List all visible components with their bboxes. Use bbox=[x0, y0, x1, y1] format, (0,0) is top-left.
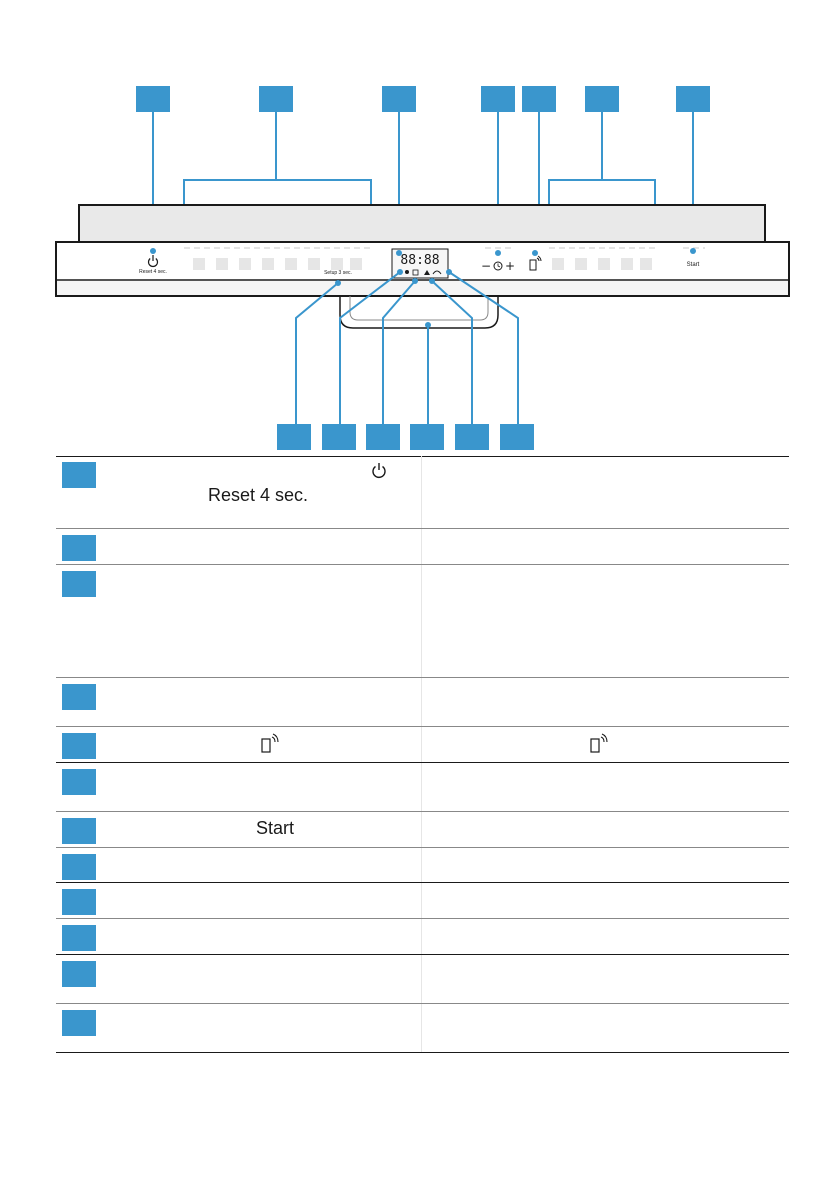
callout-badge-13 bbox=[500, 424, 534, 450]
start-label: Start bbox=[687, 262, 700, 268]
row-badge bbox=[62, 925, 96, 951]
table-row bbox=[56, 529, 789, 565]
program-button bbox=[193, 258, 205, 270]
top-callout-badges bbox=[136, 86, 710, 112]
row-badge bbox=[62, 854, 96, 880]
table-row bbox=[56, 727, 789, 763]
option-button bbox=[640, 258, 652, 270]
row-badge bbox=[62, 818, 96, 844]
reset-label: Reset 4 sec. bbox=[139, 269, 167, 275]
row-badge bbox=[62, 769, 96, 795]
callout-badge-12 bbox=[455, 424, 489, 450]
setup-label: Setup 3 sec. bbox=[324, 270, 352, 276]
row-badge bbox=[62, 684, 96, 710]
bottom-callout-badges bbox=[277, 424, 534, 450]
row-badge bbox=[62, 889, 96, 915]
option-button bbox=[575, 258, 587, 270]
callout-badge-4 bbox=[481, 86, 515, 112]
table-row bbox=[56, 848, 789, 883]
program-button bbox=[331, 258, 343, 270]
callout-badge-3 bbox=[382, 86, 416, 112]
table-row bbox=[56, 1004, 789, 1053]
table-row bbox=[56, 919, 789, 955]
table-row bbox=[56, 763, 789, 812]
callout-badge-9 bbox=[322, 424, 356, 450]
clock-icon bbox=[493, 261, 503, 271]
program-buttons-left bbox=[193, 258, 362, 270]
delay-timer-controls: − + bbox=[481, 259, 515, 273]
option-button bbox=[552, 258, 564, 270]
row-badge bbox=[62, 535, 96, 561]
door-top-cover bbox=[78, 204, 766, 244]
remote-start-icon bbox=[529, 255, 542, 271]
callout-badge-7 bbox=[676, 86, 710, 112]
program-button bbox=[262, 258, 274, 270]
bottom-leader-lines bbox=[295, 271, 519, 424]
program-button bbox=[239, 258, 251, 270]
callout-badge-6 bbox=[585, 86, 619, 112]
row-badge bbox=[62, 1010, 96, 1036]
table-row bbox=[56, 565, 789, 678]
callout-badge-1 bbox=[136, 86, 170, 112]
callout-badge-11 bbox=[410, 424, 444, 450]
row-badge bbox=[62, 462, 96, 488]
row-badge bbox=[62, 733, 96, 759]
callout-badge-10 bbox=[366, 424, 400, 450]
program-button bbox=[350, 258, 362, 270]
option-button bbox=[621, 258, 633, 270]
callout-badge-5 bbox=[522, 86, 556, 112]
power-icon bbox=[372, 463, 386, 478]
program-button bbox=[216, 258, 228, 270]
table-row: Reset 4 sec. bbox=[56, 456, 789, 529]
display-status-icons bbox=[405, 269, 442, 276]
callout-badge-2 bbox=[259, 86, 293, 112]
table-row bbox=[56, 883, 789, 919]
program-button bbox=[308, 258, 320, 270]
reset-text: Reset 4 sec. bbox=[208, 485, 309, 505]
remote-start-icon bbox=[590, 733, 608, 753]
legend-table: Reset 4 sec. Start bbox=[56, 456, 789, 1056]
option-button bbox=[598, 258, 610, 270]
start-text: Start bbox=[256, 818, 295, 838]
table-row bbox=[56, 678, 789, 727]
svg-text:+: + bbox=[505, 259, 515, 273]
table-row bbox=[56, 955, 789, 1004]
program-button bbox=[285, 258, 297, 270]
row-badge bbox=[62, 571, 96, 597]
callout-badge-8 bbox=[277, 424, 311, 450]
svg-text:−: − bbox=[481, 259, 491, 273]
remote-start-icon bbox=[261, 733, 279, 753]
display-digits: 88:88 bbox=[400, 253, 439, 268]
option-buttons-right bbox=[552, 258, 652, 270]
power-icon bbox=[147, 255, 159, 268]
control-panel-diagram: Reset 4 sec. Setup 3 sec. 88:88 − + bbox=[55, 86, 790, 450]
table-row: Start bbox=[56, 812, 789, 848]
row-badge bbox=[62, 961, 96, 987]
